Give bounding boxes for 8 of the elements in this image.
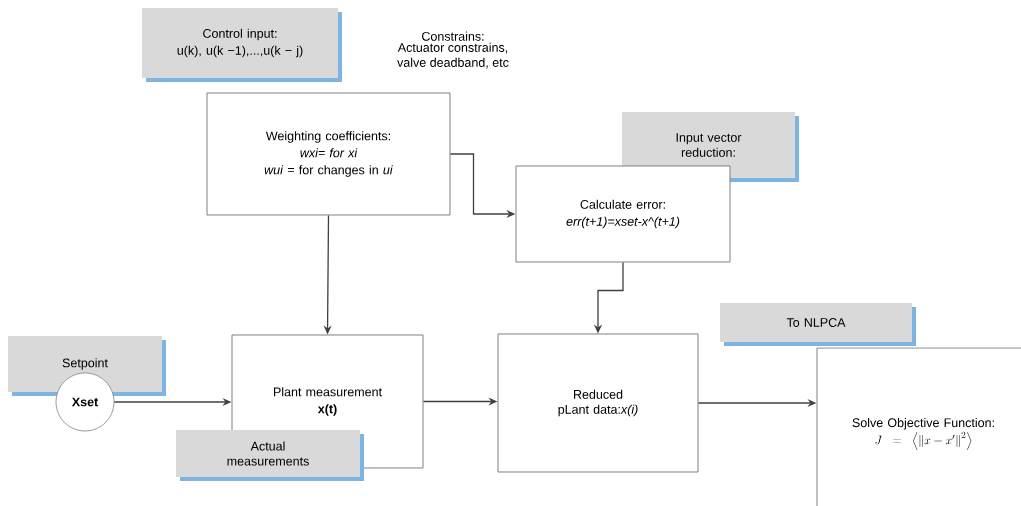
callout-box: To NLPCA bbox=[720, 303, 916, 346]
process-box: Calculate error: err(t+1)=xset-x^(t+1) bbox=[515, 165, 731, 263]
process-box: Reduced pLant data:x(i) bbox=[497, 333, 699, 473]
process-box: Solve Objective Function: $J=\left\langle \left\| x-x' \right\|^{2} \right\rangle$ bbox=[816, 347, 1021, 506]
callout-box: Actual measurements bbox=[176, 430, 364, 481]
process-box: Weighting coefficients: wxi= for xi wui = for changes in ui bbox=[206, 92, 451, 216]
callout-box: Control input: u(k), u(k −1),...,u(k − j) bbox=[142, 8, 342, 82]
note-text: Constrains: Actuator constrains, valve deadband, etc bbox=[397, 31, 509, 69]
